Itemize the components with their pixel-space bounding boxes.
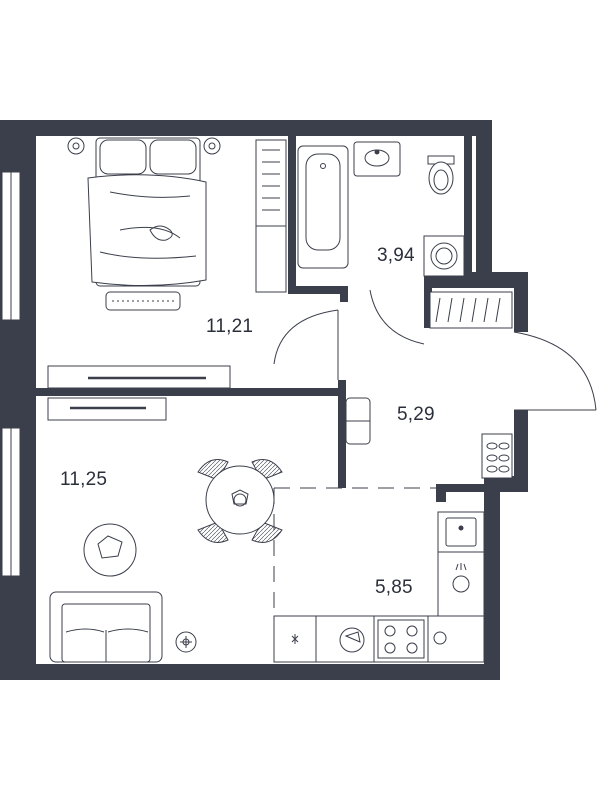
coffee-table <box>83 523 137 577</box>
doors <box>273 289 597 664</box>
hall-wardrobe <box>429 291 513 329</box>
living-furniture <box>47 397 283 663</box>
bathroom-door-swing <box>369 289 425 345</box>
bathroom-area-label: 3,94 <box>377 245 415 266</box>
kitchen-plant <box>433 631 447 645</box>
bedroom-living-wall <box>36 388 342 396</box>
outer-wall-right-upper <box>476 120 492 278</box>
hallway-area-label: 5,29 <box>397 404 435 425</box>
walls <box>0 120 528 680</box>
entrance-door-swing <box>513 331 597 411</box>
pillow-right <box>149 139 197 175</box>
outer-wall-right-bottom <box>484 476 500 680</box>
cutting-board <box>339 627 365 653</box>
windows <box>1 171 21 577</box>
bath-wall-right <box>464 136 472 278</box>
living-room-area-label: 11,25 <box>60 469 108 490</box>
bath-door-jamb <box>340 286 348 302</box>
bedroom-furniture <box>47 137 287 389</box>
bath-wall-bottom <box>288 286 348 294</box>
wardrobe <box>255 139 287 227</box>
pillow-left <box>99 139 147 175</box>
bedroom-area-label: 11,21 <box>206 316 254 337</box>
blanket <box>87 174 207 287</box>
kitchen-furniture <box>273 511 485 663</box>
outer-wall-right-low <box>514 410 528 492</box>
outer-wall-bottom <box>0 664 500 680</box>
outer-wall-top <box>0 120 492 136</box>
dresser <box>255 225 287 293</box>
kitchen-area-label: 5,85 <box>375 577 413 598</box>
bathroom-fixtures <box>297 141 465 277</box>
hall-wall-stub <box>338 380 346 488</box>
kitchen-niche-top <box>436 484 486 492</box>
bath-wall-left <box>288 136 296 294</box>
kitchen-niche-wall <box>436 484 446 502</box>
bedroom-door-swing <box>273 309 339 365</box>
bath-wall-bottom-right <box>424 272 432 328</box>
cooktop <box>377 619 425 659</box>
outer-wall-right-mid <box>514 272 528 332</box>
hall-furniture <box>345 291 513 479</box>
